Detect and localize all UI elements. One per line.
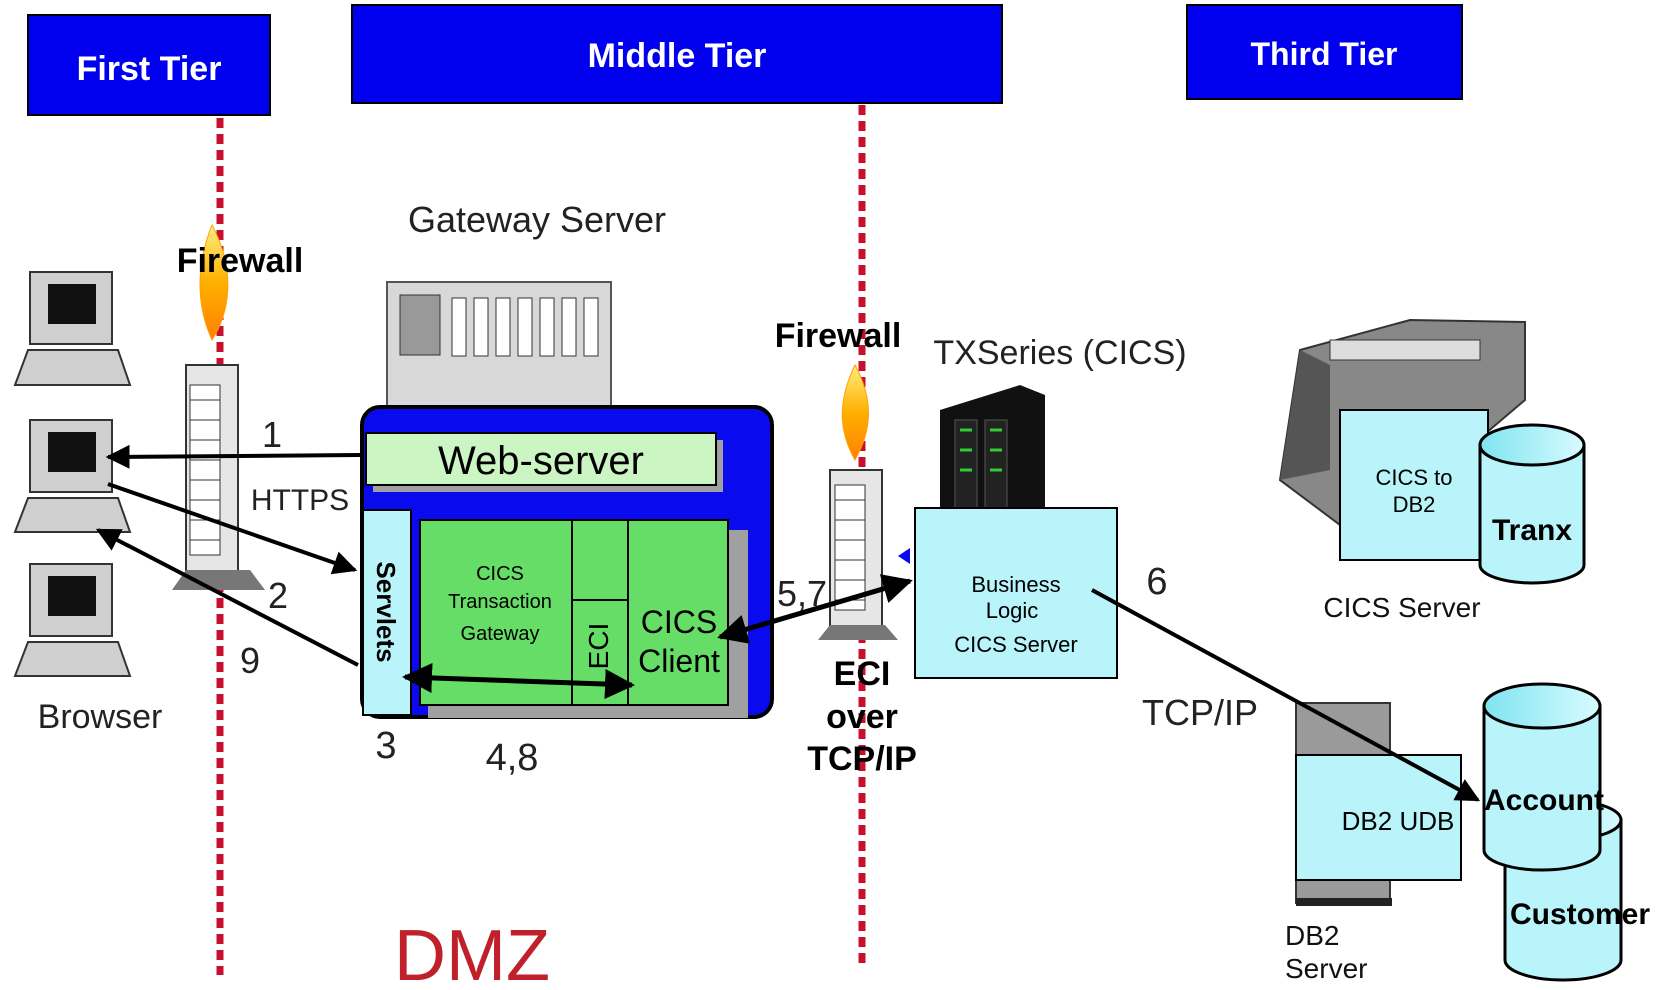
tier-header-third: Third Tier	[1186, 4, 1463, 100]
firewall-left-icon	[172, 223, 265, 590]
gateway-container: Web-server Servlets CICS Transaction Gat…	[360, 405, 774, 719]
cics-client-label-line1: CICS	[641, 604, 717, 640]
eci-over-line2: over	[826, 698, 898, 736]
step-4-8: 4,8	[486, 737, 539, 779]
https-label: HTTPS	[251, 484, 349, 517]
arrow-step-2	[107, 482, 358, 575]
cics-server-label: CICS Server	[1323, 592, 1480, 623]
eci-over-line1: ECI	[834, 655, 891, 693]
business-logic-line1: Business	[971, 572, 1060, 597]
eci-over-line3: TCP/IP	[807, 740, 917, 778]
tcpip-label: TCP/IP	[1142, 692, 1258, 733]
account-label: Account	[1484, 784, 1604, 817]
txseries-label: TXSeries (CICS)	[933, 334, 1186, 372]
computer-icon	[13, 563, 132, 677]
account-database-icon: Account	[1482, 682, 1604, 872]
computer-icon	[13, 271, 132, 386]
customer-label: Customer	[1510, 898, 1650, 931]
cics-server-icon: CICS to DB2	[1278, 318, 1526, 561]
servlets-label: Servlets	[371, 561, 401, 662]
cics-to-db2-line2: DB2	[1393, 492, 1436, 517]
business-logic-line2: Logic	[986, 598, 1039, 623]
cics-to-db2-line1: CICS to	[1375, 465, 1452, 490]
computer-icon	[13, 419, 132, 533]
firewall-right-label: Firewall	[775, 317, 902, 355]
step-9: 9	[240, 640, 260, 681]
cics-to-db2-box	[1339, 409, 1489, 561]
ctg-label-line1: CICS	[476, 563, 524, 585]
db2-udb-label: DB2 UDB	[1342, 806, 1455, 836]
arrow-step-5-7	[717, 574, 913, 644]
step-2: 2	[268, 575, 288, 616]
business-logic-box: Business Logic CICS Server	[898, 507, 1118, 679]
ctg-label-line2: Transaction	[448, 591, 552, 613]
db2-server-label-line2: Server	[1285, 953, 1367, 984]
web-server-box	[365, 432, 717, 486]
step-1: 1	[262, 414, 282, 455]
tier-header-first: First Tier	[27, 14, 271, 116]
eci-label: ECI	[583, 623, 614, 670]
eci-box	[571, 519, 629, 706]
arrow-step-1	[105, 444, 361, 469]
dmz-label: DMZ	[394, 916, 550, 990]
browser-label: Browser	[38, 698, 163, 736]
step-5-7: 5,7	[777, 573, 827, 614]
db2-server-label-line1: DB2	[1285, 920, 1339, 951]
tier-label-third: Third Tier	[1251, 36, 1398, 72]
firewall-left-label: Firewall	[177, 242, 304, 280]
ctg-label-line3: Gateway	[461, 623, 540, 645]
tier-header-middle: Middle Tier	[351, 4, 1003, 104]
arrow-step-9	[95, 528, 359, 667]
gateway-server-label: Gateway Server	[408, 199, 666, 240]
step-6: 6	[1146, 561, 1167, 603]
arrow-step-4-8	[402, 662, 635, 700]
web-server-label: Web-server	[438, 439, 644, 483]
txseries-server-icon	[940, 385, 1045, 520]
tier-label-middle: Middle Tier	[588, 37, 767, 75]
arrow-step-6	[1091, 588, 1481, 802]
db2-server-icon: DB2 UDB	[1295, 702, 1462, 906]
business-logic-line3: CICS Server	[954, 632, 1077, 657]
cics-client-label-line2: Client	[638, 643, 720, 679]
step-3: 3	[375, 725, 396, 767]
tier-label-first: First Tier	[77, 50, 222, 88]
tranx-database-icon: Tranx	[1478, 423, 1586, 585]
tranx-label: Tranx	[1492, 514, 1572, 547]
cics-client-box	[627, 519, 729, 706]
